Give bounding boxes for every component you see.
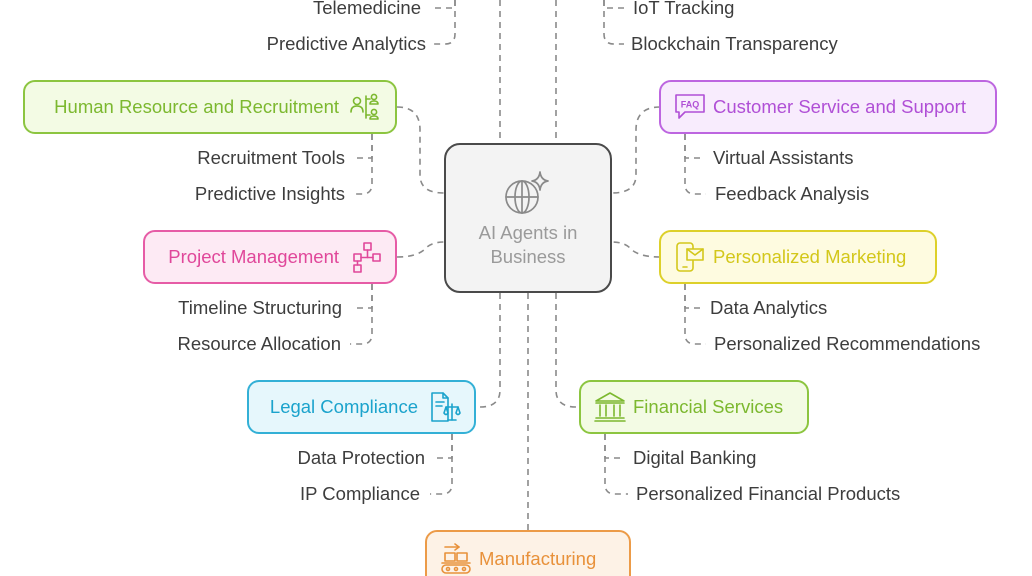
connector-leaf-ip xyxy=(430,434,453,495)
branch-legal-compliance[interactable]: Legal Compliance xyxy=(247,380,476,434)
leaf-virtual-assistants: Virtual Assistants xyxy=(713,147,854,168)
branch-human-resource[interactable]: Human Resource and Recruitment xyxy=(23,80,397,134)
branch-manufacturing-label: Manufacturing xyxy=(479,548,597,569)
document-scales-icon xyxy=(428,390,462,424)
connector-leaf-virtual-assistants xyxy=(684,134,704,159)
connector-leaf-blockchain xyxy=(603,0,624,45)
branch-legal-compliance-label: Legal Compliance xyxy=(269,396,418,417)
connector-leaf-financial-products xyxy=(604,434,628,495)
connector-leaf-telemedicine xyxy=(430,0,456,9)
svg-text:FAQ: FAQ xyxy=(681,100,700,110)
branch-customer-service[interactable]: FAQ Customer Service and Support xyxy=(659,80,997,134)
central-topic-title: AI Agents in Business xyxy=(478,222,578,267)
connector-finance xyxy=(555,293,580,408)
mobile-mail-icon xyxy=(673,240,707,274)
leaf-iot-tracking: IoT Tracking xyxy=(633,0,735,18)
branch-financial-services-label: Financial Services xyxy=(633,396,784,417)
leaf-ip-compliance: IP Compliance xyxy=(300,483,420,504)
people-network-icon xyxy=(349,90,383,124)
leaf-timeline-structuring: Timeline Structuring xyxy=(178,297,342,318)
connector-leaf-data-analytics xyxy=(684,284,702,309)
leaf-recruitment-tools: Recruitment Tools xyxy=(197,147,345,168)
connector-hr xyxy=(396,106,445,194)
connector-leaf-digital-banking xyxy=(604,434,624,459)
branch-manufacturing[interactable]: Manufacturing xyxy=(425,530,631,576)
connector-leaf-feedback-analysis xyxy=(684,134,706,195)
connector-project xyxy=(396,241,445,258)
branch-project-management-label: Project Management xyxy=(168,246,339,267)
branch-human-resource-label: Human Resource and Recruitment xyxy=(54,96,339,117)
bank-icon xyxy=(593,390,627,424)
leaf-digital-banking: Digital Banking xyxy=(633,447,757,468)
faq-chat-icon: FAQ xyxy=(673,90,707,124)
connector-leaf-data-protection xyxy=(433,434,453,459)
connector-leaf-iot xyxy=(603,0,624,9)
branch-personalized-marketing-label: Personalized Marketing xyxy=(713,246,907,267)
connector-leaf-predictive-insights xyxy=(353,134,373,195)
leaf-telemedicine: Telemedicine xyxy=(313,0,421,18)
connector-leaf-recruitment-tools xyxy=(353,134,373,159)
connector-leaf-recommendations xyxy=(684,284,706,345)
connector-leaf-timeline xyxy=(353,284,373,309)
leaf-predictive-analytics: Predictive Analytics xyxy=(266,33,426,54)
branch-customer-service-label: Customer Service and Support xyxy=(713,96,966,117)
connector-leaf-resource xyxy=(350,284,373,345)
globe-sparkle-icon xyxy=(502,169,554,221)
connector-leaf-predictive-analytics xyxy=(430,0,456,45)
leaf-feedback-analysis: Feedback Analysis xyxy=(715,183,870,204)
leaf-personalized-recommendations: Personalized Recommendations xyxy=(714,333,981,354)
central-topic[interactable]: AI Agents in Business xyxy=(444,143,612,293)
leaf-resource-allocation: Resource Allocation xyxy=(177,333,341,354)
connector-marketing xyxy=(611,241,661,258)
branch-personalized-marketing[interactable]: Personalized Marketing xyxy=(659,230,937,284)
leaf-data-protection: Data Protection xyxy=(297,447,425,468)
leaf-blockchain-transparency: Blockchain Transparency xyxy=(631,33,838,54)
connector-legal xyxy=(476,293,501,408)
leaf-personalized-financial-products: Personalized Financial Products xyxy=(636,483,901,504)
conveyor-icon xyxy=(439,542,473,576)
leaf-data-analytics: Data Analytics xyxy=(710,297,828,318)
connector-customer-service xyxy=(611,106,661,194)
branch-project-management[interactable]: Project Management xyxy=(143,230,397,284)
branch-financial-services[interactable]: Financial Services xyxy=(579,380,809,434)
leaf-predictive-insights: Predictive Insights xyxy=(194,183,345,204)
flowchart-icon xyxy=(349,240,383,274)
